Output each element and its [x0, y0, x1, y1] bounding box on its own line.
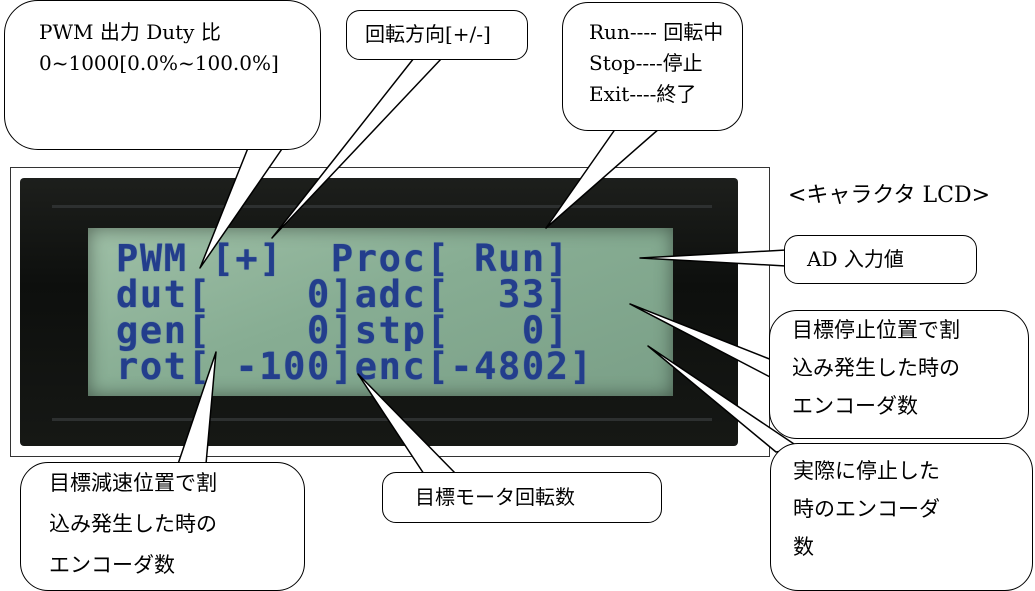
lcd-bezel-bottom: [52, 418, 712, 421]
balloon-direction: 回転方向[+/-]: [346, 10, 528, 60]
balloon-enc-line-3: 数: [793, 535, 814, 559]
lcd-caption: <キャラクタ LCD>: [788, 183, 991, 208]
lcd-line-1: PWM [+] Proc[ Run]: [116, 237, 570, 280]
lcd-line-4: rot[ -100]enc[-4802]: [116, 345, 594, 388]
balloon-target-rotation: 目標モータ回転数: [382, 472, 662, 523]
balloon-gen-line-2: 込み発生した時の: [49, 512, 217, 536]
balloon-decel-interrupt-count: 目標減速位置で割 込み発生した時の エンコーダ数: [20, 462, 305, 591]
balloon-proc-stop: Stop----停止: [589, 51, 703, 75]
balloon-proc-exit: Exit----終了: [589, 82, 697, 106]
lcd-line-2: dut[ 0]adc[ 33]: [116, 273, 570, 316]
tail-motor: [357, 373, 457, 475]
balloon-actual-stop-count: 実際に停止した 時のエンコーダ 数: [770, 443, 1033, 591]
tail-proc: [545, 127, 661, 229]
balloon-direction-line-1: 回転方向[+/-]: [365, 22, 491, 46]
balloon-pwm-duty: PWM 出力 Duty 比 0~1000[0.0%~100.0%]: [4, 0, 321, 150]
balloon-adc-value: AD 入力値: [784, 235, 977, 284]
tail-adc: [639, 249, 787, 267]
balloon-stop-interrupt-count: 目標停止位置で割 込み発生した時の エンコーダ数: [769, 310, 1029, 439]
balloon-proc-state: Run---- 回転中 Stop----停止 Exit----終了: [562, 2, 743, 131]
balloon-stp-line-2: 込み発生した時の: [792, 356, 960, 380]
tail-stp: [629, 303, 773, 379]
balloon-enc-line-1: 実際に停止した: [793, 459, 940, 483]
tail-pwm: [199, 145, 285, 269]
balloon-enc-line-2: 時のエンコーダ: [793, 497, 940, 521]
balloon-gen-line-1: 目標減速位置で割: [49, 471, 217, 495]
lcd-bezel-top: [52, 205, 712, 208]
balloon-adc-line-1: AD 入力値: [807, 247, 904, 271]
balloon-gen-line-3: エンコーダ数: [49, 553, 175, 577]
balloon-stp-line-1: 目標停止位置で割: [792, 318, 960, 342]
balloon-stp-line-3: エンコーダ数: [792, 394, 918, 418]
balloon-proc-run: Run---- 回転中: [589, 20, 724, 44]
tail-gen: [177, 351, 217, 465]
lcd-line-3: gen[ 0]stp[ 0]: [116, 309, 570, 352]
balloon-motor-line-1: 目標モータ回転数: [415, 485, 575, 509]
balloon-pwm-duty-line-1: PWM 出力 Duty 比: [39, 20, 221, 44]
balloon-pwm-duty-line-2: 0~1000[0.0%~100.0%]: [39, 51, 279, 75]
lcd-screen: PWM [+] Proc[ Run] dut[ 0]adc[ 33] gen[ …: [88, 228, 673, 396]
